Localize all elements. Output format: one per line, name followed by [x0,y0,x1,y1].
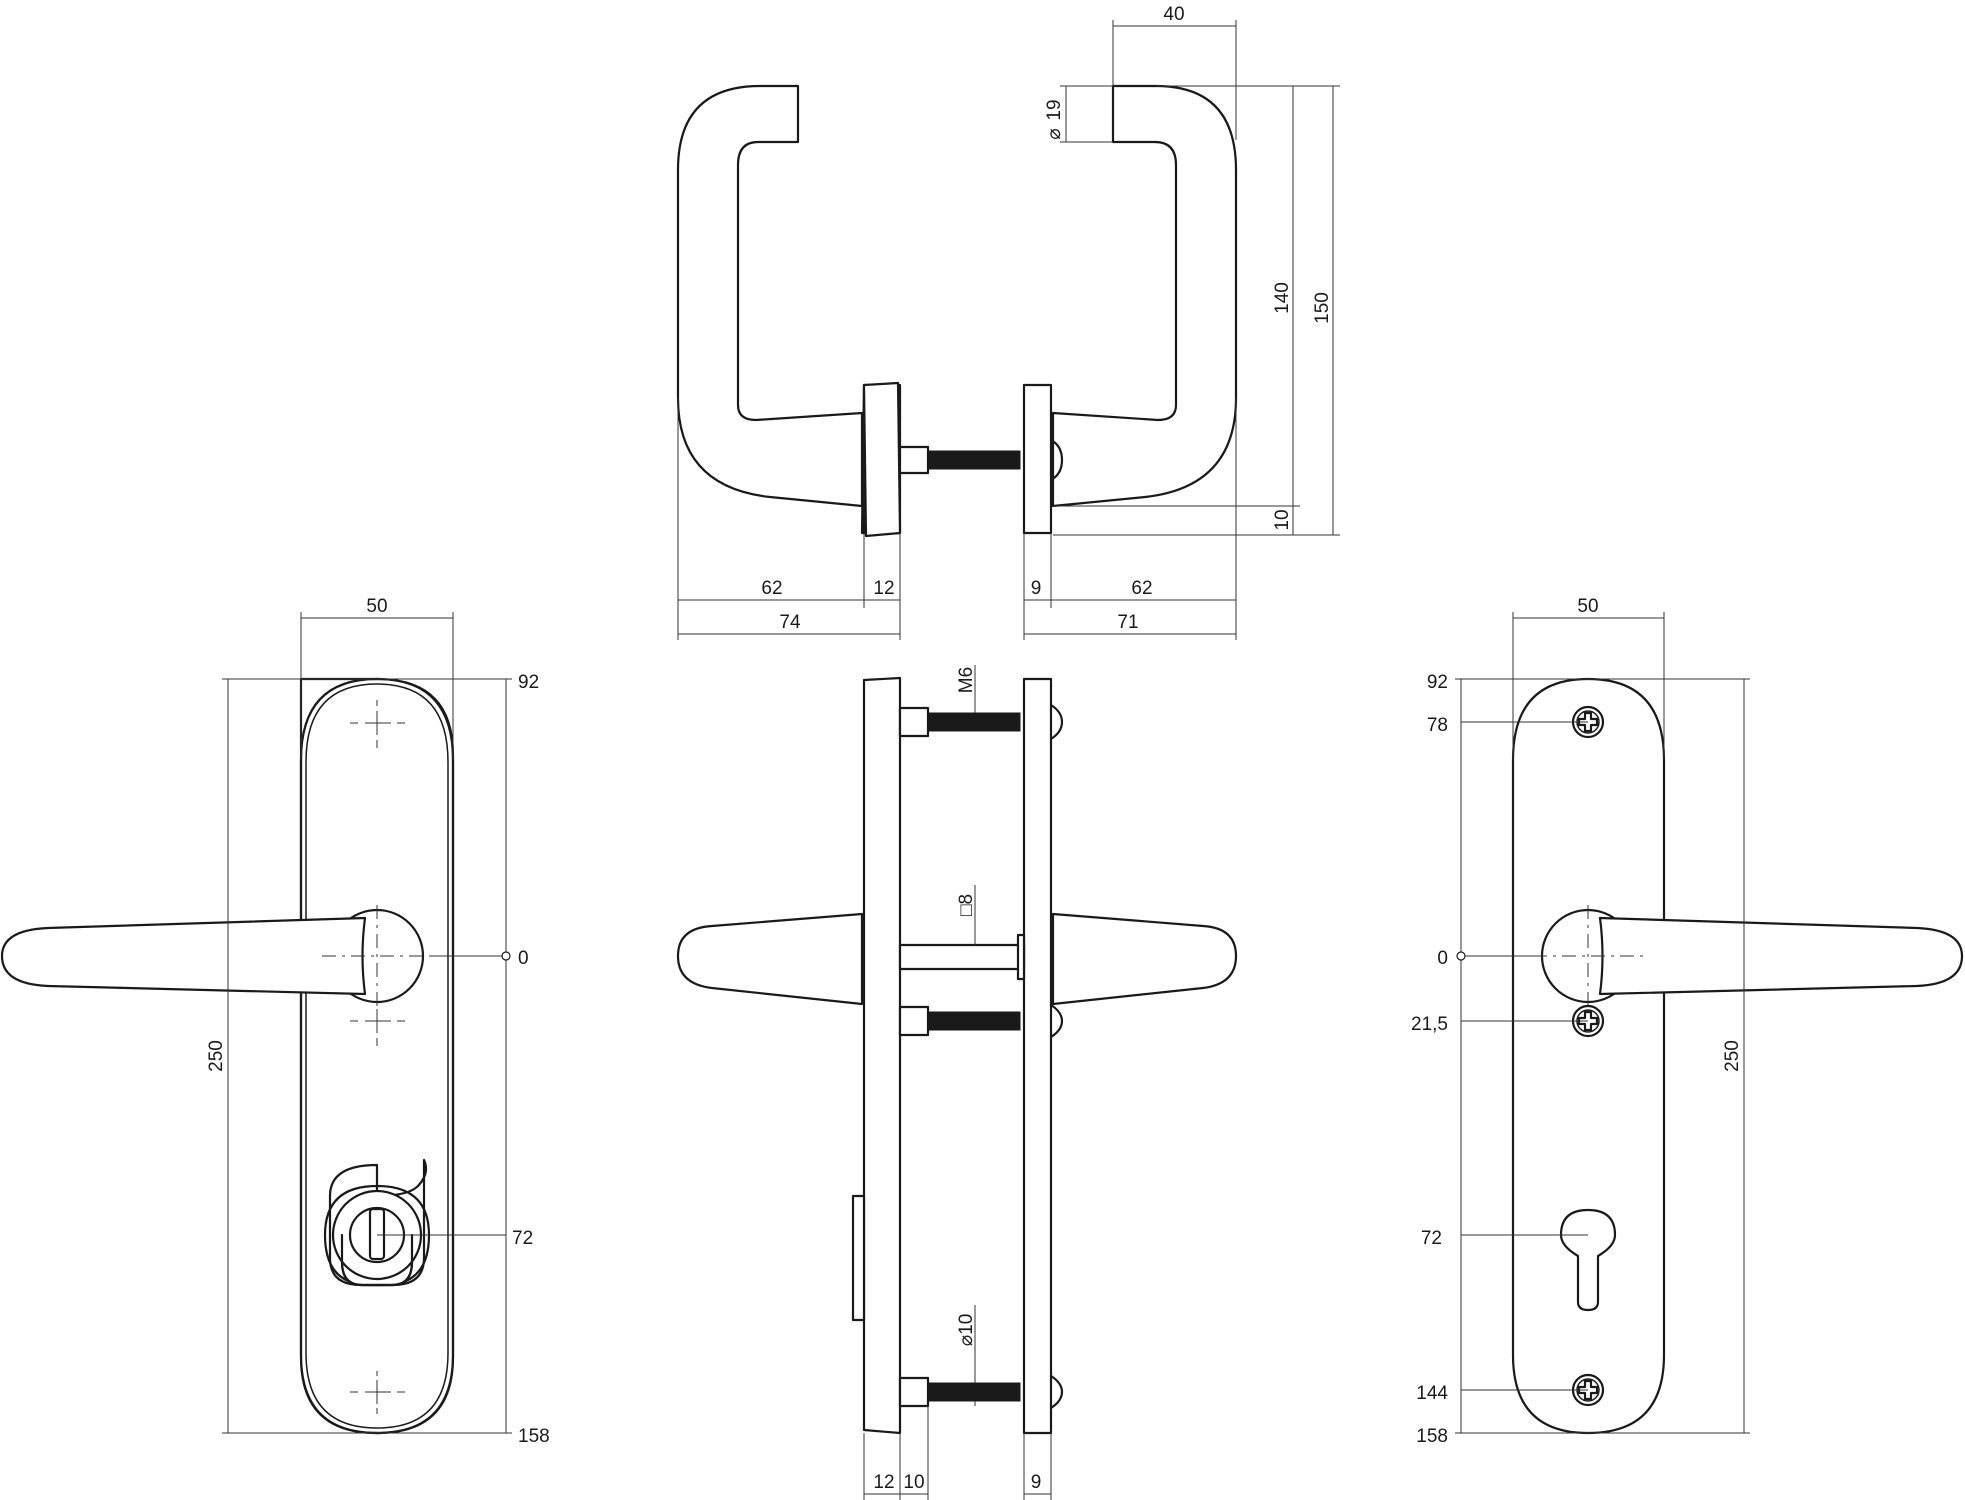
center-side-view [676,676,1238,1435]
right-dim-158: 158 [1416,1426,1448,1447]
dim-left-12: 12 [873,578,894,599]
dim-40: 40 [1163,4,1184,25]
spindle-spacer [898,445,930,475]
side-dim-m6: M6 [956,667,977,693]
side-left-plate [862,676,902,1435]
side-screw-bottom [898,1374,1064,1410]
left-front-view [0,677,455,1435]
left-dim-72: 72 [512,1228,533,1249]
right-dim-50: 50 [1577,596,1598,617]
side-dim-9: 9 [1031,1472,1042,1493]
dim-left-62: 62 [761,578,782,599]
left-cylinder-slot [368,1207,386,1261]
right-lever [1598,916,1964,996]
screw-head [1049,438,1064,482]
left-screw-mark-mid [350,1009,405,1046]
right-front-view [1511,677,1964,1435]
left-screw-mark-top [350,700,405,748]
side-right-lever [1051,912,1238,1006]
right-dim-72: 72 [1421,1228,1442,1249]
side-dim-12: 12 [873,1472,894,1493]
left-dim-92: 92 [518,672,539,693]
right-view-dimensions: 50 250 92 78 0 21,5 72 144 158 [1411,596,1750,1447]
side-dim-square-8: □8 [956,894,977,916]
left-view-dimensions: 50 250 92 0 72 158 [206,596,550,1447]
right-dim-0: 0 [1437,948,1448,969]
dim-right-71: 71 [1117,612,1138,633]
right-lever-outline [1051,84,1238,508]
left-dim-50: 50 [366,596,387,617]
right-dim-78: 78 [1427,715,1448,736]
dim-19: 19 [1044,99,1065,120]
dim-right-62: 62 [1131,578,1152,599]
left-dim-158: 158 [518,1426,550,1447]
left-dim-250: 250 [206,1040,227,1072]
left-plate-inner-edge [305,683,449,1429]
dim-10: 10 [1272,509,1293,530]
side-dim-10: 10 [903,1472,924,1493]
right-rosette [1022,383,1053,535]
dim-left-74: 74 [779,612,801,633]
right-plate-body [1511,677,1666,1435]
dim-diameter-symbol: ⌀ [1044,128,1065,139]
side-spindle [898,943,1026,971]
side-right-plate [1022,677,1053,1435]
left-lever [0,916,367,996]
right-dim-21-5: 21,5 [1411,1014,1448,1035]
threaded-screw [927,450,1021,470]
left-lever-outline [676,84,864,508]
left-screw-mark-bottom [350,1371,405,1414]
top-view-dimensions: 40 ⌀ 19 140 150 10 62 [677,4,1340,640]
right-cylinder-cutout [1559,1208,1617,1312]
top-view-handle-pair [676,84,1238,538]
side-dim-diameter-10: ⌀10 [956,1314,977,1347]
side-screw-top [898,703,1064,741]
dim-150: 150 [1312,292,1333,324]
side-cylinder-stub [851,1194,866,1322]
right-dim-144: 144 [1416,1383,1448,1404]
right-dim-250: 250 [1722,1040,1743,1072]
left-cylinder-guard [340,1233,414,1287]
side-left-lever [676,912,864,1006]
left-plate-outline [299,677,455,1435]
center-side-dimensions: M6 □8 ⌀10 12 10 9 [863,665,1052,1500]
left-plate-body [299,677,455,1435]
side-spindle-cap [1016,933,1026,981]
dim-140: 140 [1272,282,1293,314]
dim-right-9: 9 [1031,578,1042,599]
side-screw-middle [898,1003,1064,1039]
left-dim-0: 0 [518,948,529,969]
left-rosette-edge [862,381,902,538]
right-dim-92: 92 [1427,672,1448,693]
